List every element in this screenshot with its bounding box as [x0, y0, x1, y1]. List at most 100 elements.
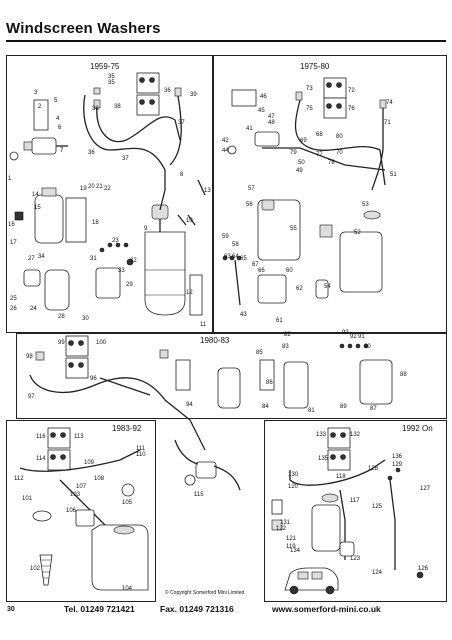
callout: 130	[288, 472, 299, 478]
footer-website: www.somerford-mini.co.uk	[272, 604, 381, 614]
bracket-1975	[231, 89, 257, 107]
washer-bottle-1983	[91, 524, 149, 591]
callout: 64	[232, 254, 239, 260]
callout: 23	[112, 238, 119, 244]
callout: 107	[76, 484, 87, 490]
callout: 31	[90, 256, 97, 262]
title-rule	[6, 40, 446, 42]
washer-bottle-1975	[257, 199, 301, 261]
callout: 49	[296, 168, 303, 174]
callout: 89	[340, 404, 347, 410]
callout: 47	[268, 114, 275, 120]
callout: 21	[96, 184, 103, 190]
callout: 135	[318, 456, 329, 462]
callout: 111	[136, 446, 146, 452]
callout: 26	[10, 306, 17, 312]
callout: 61	[276, 318, 283, 324]
callout: 33	[118, 268, 125, 274]
callout: 39	[190, 92, 197, 98]
callout: 66	[258, 268, 265, 274]
bottle-1980-c	[359, 359, 393, 405]
callout: 86	[266, 380, 273, 386]
callout: 136	[392, 454, 403, 460]
washer-bottle-1992	[311, 504, 341, 552]
footer-fax: Fax. 01249 721316	[160, 604, 234, 614]
callout: 43	[240, 312, 247, 318]
callout: 122	[276, 526, 287, 532]
callout: 125	[372, 504, 383, 510]
callout: 5	[54, 98, 58, 104]
callout: 25	[10, 296, 17, 302]
callout: 117	[350, 498, 360, 504]
callout: 15	[34, 205, 41, 211]
callout: 38	[114, 104, 121, 110]
callout: 123	[350, 556, 361, 562]
callout: 105	[122, 500, 133, 506]
callout: 38	[92, 106, 99, 112]
callout: 77	[316, 152, 323, 158]
callout: 124	[372, 570, 383, 576]
callout: 71	[384, 120, 391, 126]
callout: 88	[400, 372, 407, 378]
callout: 84	[262, 404, 269, 410]
callout: 13	[204, 188, 211, 194]
jet-pair-box	[136, 94, 160, 116]
callout: 28	[58, 314, 65, 320]
callout: 29	[126, 282, 133, 288]
glass-washer-tank	[144, 231, 186, 316]
callout: 6	[58, 125, 62, 131]
copyright-note: © Copyright Somerford Mini Limited	[165, 590, 245, 596]
callout: 56	[246, 202, 253, 208]
callout: 7	[60, 148, 64, 154]
callout: 10	[186, 218, 193, 224]
callout: 69	[300, 138, 307, 144]
callout: 16	[8, 222, 15, 228]
callout: 128	[368, 466, 379, 472]
bottle-1980-a	[217, 367, 241, 409]
callout: 51	[390, 172, 397, 178]
callout: 30	[82, 316, 89, 322]
callout: 67	[252, 262, 259, 268]
callout: 57	[248, 186, 255, 192]
callout: 116	[36, 434, 46, 440]
callout: 74	[386, 100, 393, 106]
callout: 93	[342, 330, 349, 336]
callout: 4	[56, 116, 60, 122]
callout: 59	[222, 234, 229, 240]
pump-1975	[254, 131, 280, 147]
bottle-strap	[65, 197, 87, 243]
pump-bracket	[33, 99, 49, 131]
callout: 36	[88, 150, 95, 156]
callout: 126	[418, 566, 429, 572]
washer-bottle-1959	[34, 194, 64, 244]
callout: 113	[74, 434, 84, 440]
callout: 82	[284, 332, 291, 338]
callout: 106	[66, 508, 77, 514]
callout: 22	[104, 186, 111, 192]
callout: 90	[364, 344, 371, 350]
page-number: 30	[7, 606, 15, 613]
callout: 83	[282, 344, 289, 350]
filter	[39, 554, 53, 586]
callout: 11	[200, 322, 207, 328]
callout: 35	[108, 74, 115, 80]
washer-pump	[31, 137, 57, 155]
callout: 63	[224, 254, 231, 260]
callout: 134	[290, 548, 301, 554]
era-label-1983-92: 1983-92	[112, 424, 142, 433]
callout: 46	[260, 94, 267, 100]
callout: 132	[350, 432, 361, 438]
callout: 100	[96, 340, 107, 346]
callout: 76	[348, 106, 355, 112]
callout: 72	[348, 88, 355, 94]
callout: 108	[94, 476, 105, 482]
callout: 68	[316, 132, 323, 138]
callout: 44	[222, 148, 229, 154]
callout: 8	[180, 172, 184, 178]
callout: 12	[186, 290, 193, 296]
callout: 53	[362, 202, 369, 208]
callout: 18	[92, 220, 99, 226]
callout: 94	[186, 402, 193, 408]
callout: 35	[108, 80, 115, 86]
panel-1992-on	[264, 420, 447, 602]
